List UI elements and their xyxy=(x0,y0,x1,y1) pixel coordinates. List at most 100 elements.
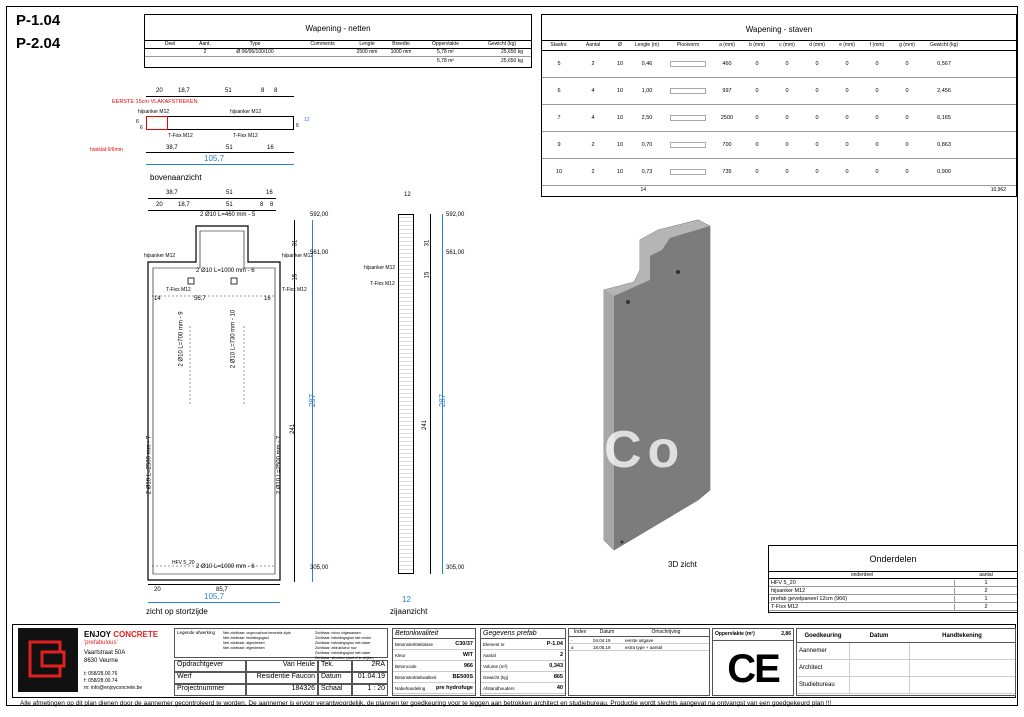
bar-label: 2 Ø10 L=2500 mm - 7 xyxy=(146,435,153,495)
staven-cell: 0,863 xyxy=(937,142,951,148)
bend-shape-icon xyxy=(664,169,712,175)
staven-title: Wapening - staven xyxy=(542,15,1016,41)
revision-cell: - xyxy=(571,637,573,643)
side-dim: 6 xyxy=(140,125,143,131)
level: 592,00 xyxy=(446,212,465,218)
onderdeel-name: HFV 5_20 xyxy=(769,579,955,586)
kv-value: WIT xyxy=(462,652,473,658)
dim: 51 xyxy=(226,202,233,208)
project-key: Projectnummer xyxy=(174,684,246,696)
side-dim: 12 xyxy=(304,117,310,123)
staven-cell: 6,165 xyxy=(937,115,951,121)
meta-key: Schaal xyxy=(318,684,352,696)
dim: 51 xyxy=(225,88,232,94)
chamfer-note: hoeklat 6/6mm xyxy=(90,147,123,153)
oppervlakte-value: 2,86 xyxy=(781,631,791,637)
staven-cell: 0 xyxy=(845,115,849,121)
staven-cell: 0 xyxy=(845,142,849,148)
netten-col: Comments xyxy=(310,41,335,47)
side-dim: 6 xyxy=(296,123,299,129)
kv-key: Aantal xyxy=(483,652,496,658)
side-dim: 6 xyxy=(136,119,139,125)
staven-cell: 4 xyxy=(591,88,595,94)
dim: 20 xyxy=(154,587,161,593)
netten-total-weight: 25,650 kg xyxy=(501,57,523,64)
bar-label: 2 Ø10 L=730 mm - 10 xyxy=(230,309,237,369)
watermark: Co xyxy=(604,421,686,479)
onderdelen-col: aantal xyxy=(979,571,993,578)
dim: 38,7 xyxy=(166,145,178,151)
project-value: 184326 xyxy=(246,684,318,696)
staven-cell: 10 xyxy=(616,88,624,94)
oppervlakte-block: Oppervlakte (m²) 2,86 CE xyxy=(712,628,794,696)
kv-value: pre hydrofuge xyxy=(436,685,473,691)
staven-col: Lengte (m) xyxy=(634,42,660,48)
staven-cell: 0 xyxy=(905,115,909,121)
view-label: zijaanzicht xyxy=(390,607,428,616)
staven-cell: 0 xyxy=(815,115,819,121)
goedkeuring-col: Handtekening xyxy=(942,632,982,639)
staven-total-count: 14 xyxy=(640,186,646,193)
legend-item: Niet zichtbaar: bekistingsglad xyxy=(223,636,269,640)
staven-cell: 0 xyxy=(875,61,879,67)
meta-value: 1 : 20 xyxy=(352,684,388,696)
total-height: 287 xyxy=(308,393,318,408)
onderdelen-title: Onderdelen xyxy=(769,546,1017,572)
goedkeuring-signature[interactable] xyxy=(909,676,1015,694)
total-height: 287 xyxy=(438,393,448,408)
staven-cell: 0 xyxy=(755,88,759,94)
staven-cell: 10 xyxy=(616,142,624,148)
staven-cell: 0 xyxy=(815,61,819,67)
staven-cell: 0 xyxy=(755,169,759,175)
staven-cell: 2,50 xyxy=(641,115,653,121)
company-city: 8630 Veurne xyxy=(84,658,119,664)
staven-cell: 0 xyxy=(755,61,759,67)
staven-col: Ø xyxy=(618,42,622,48)
netten-cell: 5,78 m² xyxy=(437,49,454,55)
staven-cell: 2 xyxy=(591,142,595,148)
netten-col: Type xyxy=(249,41,261,47)
goedkeuring-col: Goedkeuring xyxy=(804,632,842,639)
company-phone: t: 058/28.00.76 xyxy=(84,671,118,677)
netten-cell: Ø 06/06/100/100 xyxy=(236,49,274,55)
hijsanker-label: hijsanker M12 xyxy=(282,253,314,259)
staven-cell: 9 xyxy=(557,142,561,148)
kv-key: Betoncode xyxy=(395,663,417,669)
legend-item: Niet zichtbaar: afgestreken xyxy=(223,641,265,645)
netten-col: Aant. xyxy=(199,41,211,47)
betonkwaliteit-title: Betonkwaliteit xyxy=(393,629,475,639)
legend-item: Niet zichtbaar: afgestreken xyxy=(223,646,265,650)
company-street: Vaartstraat 50A xyxy=(84,650,126,656)
staven-cell: 0 xyxy=(755,142,759,148)
staven-cell: 700 xyxy=(722,142,732,148)
bend-shape-icon xyxy=(664,142,712,148)
revision-col: Datum xyxy=(599,629,615,635)
netten-table: Wapening - netten Deel Aant. Type Commen… xyxy=(144,14,532,68)
kv-key: Gewicht (kg) xyxy=(483,674,509,680)
staven-cell: 2 xyxy=(591,61,595,67)
goedkeuring-date[interactable] xyxy=(849,642,909,660)
kv-value: 2 xyxy=(559,652,563,658)
staven-col: e (mm) xyxy=(839,42,855,48)
kv-row: Gewicht (kg)865 xyxy=(481,672,565,683)
goedkeuring-date[interactable] xyxy=(849,676,909,694)
prefab-title: Gegevens prefab xyxy=(481,629,565,639)
company-fax: f: 058/28.00.74 xyxy=(84,678,118,684)
goedkeuring-signature[interactable] xyxy=(909,659,1015,677)
onderdeel-name: prefab gevelpaneel 12cm (966) xyxy=(769,595,955,602)
revision-cell: extra type + aantal xyxy=(625,644,663,650)
panel-section xyxy=(398,214,414,574)
goedkeuring-signature[interactable] xyxy=(909,642,1015,660)
goedkeuring-date[interactable] xyxy=(849,659,909,677)
